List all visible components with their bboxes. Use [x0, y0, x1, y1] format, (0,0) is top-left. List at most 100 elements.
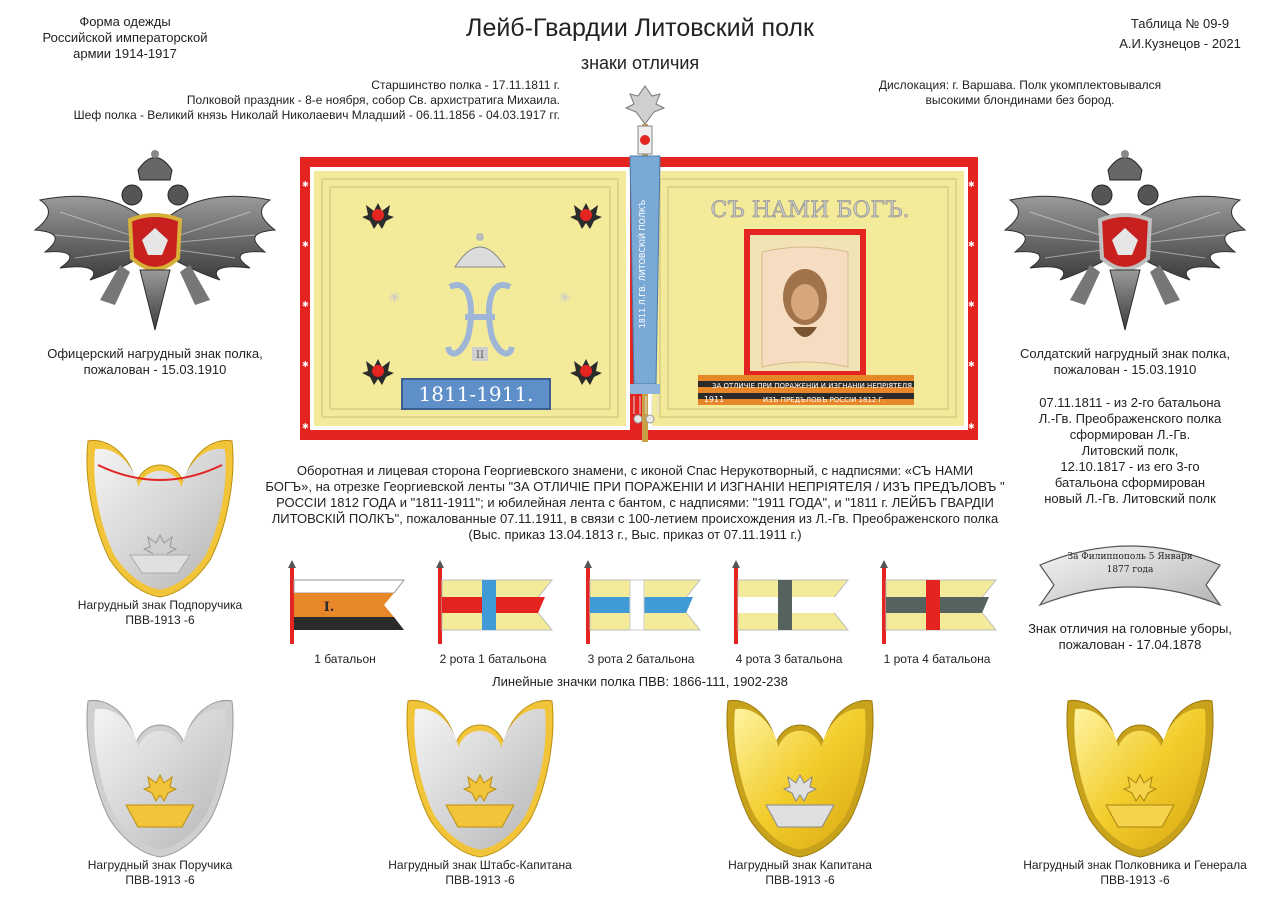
author: А.И.Кузнецов - 2021	[1119, 36, 1241, 51]
description-line: ЛИТОВСКIЙ ПОЛКЪ", пожалованные 07.11.191…	[271, 511, 999, 526]
gorget-caption: Нагрудный знак Полковника и Генерала ПВВ…	[1000, 858, 1270, 888]
info-right: Дислокация: г. Варшава. Полк укомплектов…	[860, 78, 1180, 108]
caption-line: Знак отличия на головные уборы,	[1028, 621, 1232, 636]
eagle-icon	[33, 150, 277, 331]
pennant: 3 рота 2 батальона	[576, 560, 724, 670]
pennant-tip	[436, 560, 444, 568]
caption-line: ПВВ-1913 -6	[445, 873, 515, 887]
pennant-pole	[438, 566, 442, 644]
pennant-stripe	[294, 617, 404, 630]
caption-line: Солдатский нагрудный знак полка,	[1020, 346, 1230, 361]
pennant-label: 1 батальон	[314, 652, 376, 666]
info-line: Дислокация: г. Варшава. Полк укомплектов…	[878, 78, 1162, 92]
info-line: Старшинство полка - 17.11.1811 г.	[371, 78, 560, 92]
caption-line: ПВВ-1913 -6	[125, 613, 195, 627]
svg-text:✱: ✱	[302, 180, 309, 189]
pennant-label: 4 рота 3 батальона	[735, 652, 843, 666]
svg-text:✳: ✳	[558, 288, 571, 307]
banner-motto: СЪ НАМИ БОГЪ.	[710, 198, 909, 223]
eagle-icon	[1003, 150, 1247, 331]
pennant-flag	[436, 560, 554, 644]
headgear-ribbon-year: 1877 года	[1107, 565, 1154, 575]
header-left-line: армии 1914-1917	[73, 46, 177, 61]
pennant-label: 2 рота 1 батальона	[439, 652, 547, 666]
pennant-pole	[734, 566, 738, 644]
info-left: Старшинство полка - 17.11.1811 г. Полков…	[40, 78, 560, 123]
history-line: 07.11.1811 - из 2-го батальона	[1039, 395, 1221, 410]
history-line: Л.-Гв. Преображенского полка	[1038, 411, 1222, 426]
gorget-caption: Нагрудный знак Поручика ПВВ-1913 -6	[40, 858, 280, 888]
pennant-cross-vertical	[482, 580, 496, 630]
pennant-flag	[584, 560, 702, 644]
history-line: 12.10.1817 - из его 3-го	[1060, 459, 1200, 474]
pennant-cross-vertical	[778, 580, 792, 630]
pennant: 1 рота 4 батальона	[872, 560, 1020, 670]
pennant: 2 рота 1 батальона	[428, 560, 576, 670]
history-line: Литовский полк,	[1081, 443, 1179, 458]
svg-text:✱: ✱	[968, 360, 975, 369]
ribbon-year: 1911	[704, 395, 724, 404]
svg-text:✱: ✱	[968, 422, 975, 431]
officer-badge	[20, 140, 290, 340]
pennant-label: 3 рота 2 батальона	[587, 652, 695, 666]
table-number: Таблица № 09-9	[1130, 16, 1230, 31]
history-line: сформирован Л.-Гв.	[1069, 427, 1191, 442]
pennant-stripe	[294, 593, 394, 617]
svg-text:✱: ✱	[302, 422, 309, 431]
pennant-pole	[882, 566, 886, 644]
svg-text:✳: ✳	[388, 288, 401, 307]
description-line: БОГЪ», на отрезке Георгиевской ленты "ЗА…	[265, 479, 1005, 494]
monogram-numeral: II	[476, 350, 484, 361]
pennant-tip	[584, 560, 592, 568]
regimental-banner: ✱✱✱✱✱ ✱✱✱✱✱ II ✳✳	[300, 157, 978, 440]
caption-line: ПВВ-1913 -6	[1100, 873, 1170, 887]
pennant-numeral: I.	[324, 600, 335, 615]
pennant-tip	[732, 560, 740, 568]
jubilee-years: 1811-1911.	[419, 382, 534, 406]
header-right: Таблица № 09-9 А.И.Кузнецов - 2021	[1090, 14, 1270, 54]
gorget-caption: Нагрудный знак Капитана ПВВ-1913 -6	[680, 858, 920, 888]
description-line: (Выс. приказ 13.04.1813 г., Выс. приказ …	[468, 527, 802, 542]
svg-text:✱: ✱	[302, 240, 309, 249]
caption-line: пожалован - 17.04.1878	[1058, 637, 1202, 652]
description-line: Оборотная и лицевая сторона Георгиевског…	[296, 463, 974, 478]
caption-line: ПВВ-1913 -6	[125, 873, 195, 887]
pennant: 4 рота 3 батальона	[724, 560, 872, 670]
pennant-stripe	[293, 579, 406, 594]
gorget-polkovnik	[1058, 695, 1222, 860]
gorget-caption: Нагрудный знак Штабс-Капитана ПВВ-1913 -…	[360, 858, 600, 888]
pennants-caption: Линейные значки полка ПВВ: 1866-111, 190…	[492, 674, 788, 689]
ribbon-text: ЗА ОТЛИЧIЕ ПРИ ПОРАЖЕНIИ И ИЗГНАНIИ НЕПР…	[712, 382, 912, 390]
gorget-caption: Нагрудный знак Подпоручика ПВВ-1913 -6	[40, 598, 280, 628]
caption-line: Нагрудный знак Штабс-Капитана	[388, 858, 572, 872]
soldier-badge	[990, 140, 1260, 340]
caption-line: Нагрудный знак Поручика	[87, 858, 233, 872]
caption-line: Нагрудный знак Подпоручика	[77, 598, 243, 612]
eagle-icon	[362, 203, 602, 385]
pennant-cross-vertical	[629, 579, 645, 631]
header-left-line: Форма одежды	[79, 14, 171, 29]
pennant-flag	[880, 560, 998, 644]
pennant-cross-vertical	[926, 580, 940, 630]
pennant-tip	[880, 560, 888, 568]
page-title: Лейб-Гвардии Литовский полк	[466, 14, 814, 42]
soldier-badge-caption: Солдатский нагрудный знак полка, пожалов…	[990, 346, 1260, 378]
gorget-kapitan	[718, 695, 882, 860]
caption-line: Офицерский нагрудный знак полка,	[47, 346, 263, 361]
headgear-ribbon-text: За Филиппополь 5 Января	[1067, 552, 1192, 562]
page-subtitle: знаки отличия	[580, 53, 700, 73]
svg-text:✱: ✱	[968, 240, 975, 249]
description-line: РОССIИ 1812 ГОДА и "1811-1911"; и юбилей…	[276, 495, 994, 510]
caption-line: пожалован - 15.03.1910	[83, 362, 227, 377]
banner-pole: 1811 Л.ГВ. ЛИТОВСКIЙ ПОЛКЪ	[610, 84, 680, 444]
caption-line: Нагрудный знак Капитана	[728, 858, 872, 872]
svg-text:✱: ✱	[302, 360, 309, 369]
headgear-badge-caption: Знак отличия на головные уборы, пожалова…	[1010, 621, 1250, 653]
pennant-tip	[288, 560, 296, 568]
info-line: Полковой праздник - 8-е ноября, собор Св…	[186, 93, 560, 107]
ribbon-text: ИЗЪ ПРЕДЪЛОВЪ РОССIИ 1812 Г.	[763, 396, 885, 404]
info-line: Шеф полка - Великий князь Николай Никола…	[73, 108, 560, 122]
history-text: 07.11.1811 - из 2-го батальона Л.-Гв. Пр…	[1000, 395, 1260, 507]
history-line: новый Л.-Гв. Литовский полк	[1044, 491, 1216, 506]
caption-line: ПВВ-1913 -6	[765, 873, 835, 887]
